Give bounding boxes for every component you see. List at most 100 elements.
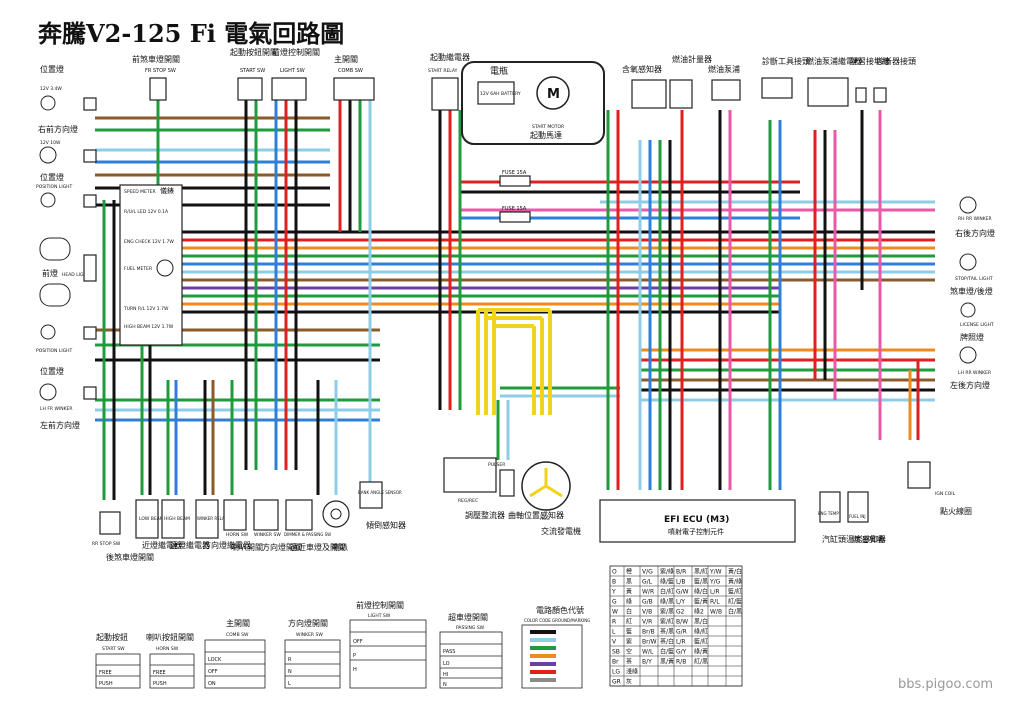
svg-text:LOW BEAM: LOW BEAM (139, 516, 164, 522)
svg-text:HI: HI (443, 672, 448, 678)
svg-text:FR STOP SW: FR STOP SW (145, 68, 176, 74)
svg-text:HORN SW: HORN SW (156, 646, 179, 652)
color-code-cell: LG (612, 669, 620, 676)
svg-text:方向燈開關: 方向燈開關 (288, 618, 328, 628)
color-code-cell: G (612, 599, 617, 606)
winker-switch: WINKER SW 方向燈開關 (253, 499, 302, 552)
wire-color-legend: 電路顏色代號 COLOR CODE GROUND/MARKING (521, 605, 590, 689)
svg-text:POSITION LIGHT: POSITION LIGHT (36, 184, 73, 190)
color-code-cell: 茶/黑 (660, 628, 674, 636)
color-code-cell: Y/G (709, 579, 721, 586)
color-code-cell: G/R (676, 629, 687, 636)
svg-text:位置燈: 位置燈 (40, 64, 64, 74)
svg-text:燃油噴嘴: 燃油噴嘴 (852, 534, 884, 544)
color-code-cell: O (612, 569, 617, 576)
svg-text:ENG CHECK 12V 1.7W: ENG CHECK 12V 1.7W (124, 239, 174, 245)
svg-text:LICENSE LIGHT: LICENSE LIGHT (960, 322, 994, 328)
svg-text:方向燈繼電器: 方向燈繼電器 (203, 540, 251, 550)
svg-text:主開關: 主開關 (226, 618, 250, 628)
color-code-cell: G2 (676, 609, 685, 616)
svg-text:左前方向燈: 左前方向燈 (40, 420, 80, 430)
svg-text:方向燈開關: 方向燈開關 (262, 542, 302, 552)
svg-text:交流發電機: 交流發電機 (541, 526, 581, 536)
svg-text:LH FR WINKER: LH FR WINKER (40, 406, 73, 412)
svg-text:燃油計量器: 燃油計量器 (672, 54, 712, 64)
color-code-cell: 黑/白 (694, 618, 708, 626)
svg-text:ACG: ACG (540, 516, 550, 522)
svg-text:OFF: OFF (353, 639, 363, 645)
license-light: LICENSE LIGHT 牌照燈 (960, 302, 994, 342)
color-code-cell: G/L (642, 579, 653, 586)
svg-text:儀錶: 儀錶 (160, 186, 174, 195)
color-code-cell: 藍/紅 (728, 588, 742, 596)
svg-text:超車燈開關: 超車燈開關 (448, 612, 488, 622)
svg-text:L: L (288, 681, 291, 687)
bank-angle-sensor: BANK ANGLE SENSOR 傾倒感知器 (358, 481, 406, 530)
svg-text:N: N (443, 682, 447, 688)
svg-text:近燈繼電器: 近燈繼電器 (142, 540, 182, 550)
fuel-injector: FUEL INJ 燃油噴嘴 (847, 491, 884, 544)
svg-text:前煞車燈開關: 前煞車燈開關 (132, 54, 180, 64)
svg-text:HORN SW: HORN SW (226, 532, 249, 538)
color-code-cell: 綠/白 (694, 588, 708, 596)
color-code-cell: 紅/藍 (728, 598, 742, 606)
color-code-cell: 黃/綠 (728, 578, 742, 586)
svg-text:點火線圈: 點火線圈 (940, 506, 972, 516)
svg-text:喇叭按鈕開關: 喇叭按鈕開關 (146, 632, 194, 642)
svg-text:FREE: FREE (99, 670, 112, 676)
color-code-cell: V/B (642, 609, 652, 616)
color-code-cell: L (612, 629, 616, 636)
svg-text:PUSH: PUSH (99, 681, 113, 687)
color-code-cell: SB (612, 649, 620, 656)
start-relay: 起動繼電器 START RELAY (428, 52, 470, 111)
svg-text:IGN COIL: IGN COIL (935, 491, 956, 497)
svg-text:遠燈繼電器: 遠燈繼電器 (170, 540, 210, 550)
svg-text:前燈: 前燈 (42, 268, 58, 278)
light-switch-table: 前燈控制開關 LIGHT SW OFF P H (349, 600, 427, 689)
color-code-cell: 灰 (626, 678, 632, 686)
svg-text:位置燈: 位置燈 (40, 366, 64, 376)
svg-text:主開關: 主開關 (334, 54, 358, 64)
efi-ecu[interactable]: EFI ECU (M3) 噴射電子控制元件 (599, 499, 796, 543)
color-code-cell: 綠2 (694, 608, 704, 616)
svg-text:P: P (353, 653, 356, 659)
color-code-cell: GR (612, 679, 621, 686)
color-code-cell: W/B (710, 609, 722, 616)
color-code-cell: L/R (676, 639, 686, 646)
acg-generator: ACG 交流發電機 (521, 461, 581, 536)
color-code-cell: 白/紅 (660, 588, 674, 596)
svg-text:FUEL INJ: FUEL INJ (849, 514, 866, 519)
color-code-cell: 綠 (626, 598, 632, 606)
svg-text:右後方向燈: 右後方向燈 (955, 228, 995, 238)
svg-text:WINKER SW: WINKER SW (296, 632, 323, 638)
color-code-cell: R/B (676, 659, 686, 666)
passing-switch-table: 超車燈開關 PASSING SW PASS LO HI N (439, 612, 503, 689)
svg-text:START RELAY: START RELAY (428, 68, 458, 74)
svg-text:診斷工具接頭: 診斷工具接頭 (762, 56, 810, 66)
svg-text:COMB SW: COMB SW (226, 632, 249, 638)
low-beam-relay: LOW BEAM 近燈繼電器 (135, 499, 182, 550)
svg-text:12V 10W: 12V 10W (40, 140, 61, 146)
color-code-cell: Br (612, 659, 619, 666)
color-code-cell: W/R (642, 589, 654, 596)
left-rear-winker: LH RR WINKER 左後方向燈 (950, 346, 991, 390)
right-front-winker: 右前方向燈 12V 10W (38, 124, 97, 164)
right-rear-winker: RH RR WINKER 右後方向燈 (955, 196, 995, 238)
diagram-title: 奔騰V2-125 Fi 電氣回路圖 (38, 19, 344, 48)
svg-text:PASS: PASS (443, 649, 455, 655)
color-code-cell: 黑/黃 (660, 658, 674, 666)
svg-text:HIGH BEAM 12V 1.7W: HIGH BEAM 12V 1.7W (124, 324, 174, 330)
color-code-cell: B/Y (642, 659, 652, 666)
color-code-cell: V (612, 639, 617, 646)
svg-text:12V 3.4W: 12V 3.4W (40, 86, 62, 92)
color-code-cell: 空 (626, 648, 632, 656)
svg-text:12V 6AH BATTERY: 12V 6AH BATTERY (480, 91, 521, 97)
color-code-cell: Y/W (709, 569, 722, 576)
svg-text:START SW: START SW (240, 68, 265, 74)
svg-text:遠近車燈及開關: 遠近車燈及開關 (290, 542, 346, 552)
position-light-2: 位置燈 POSITION LIGHT (36, 172, 97, 208)
color-code-cell: 淺綠 (626, 668, 638, 676)
color-code-cell: G/Y (676, 649, 687, 656)
color-code-cell: 綠/黑 (660, 598, 674, 606)
